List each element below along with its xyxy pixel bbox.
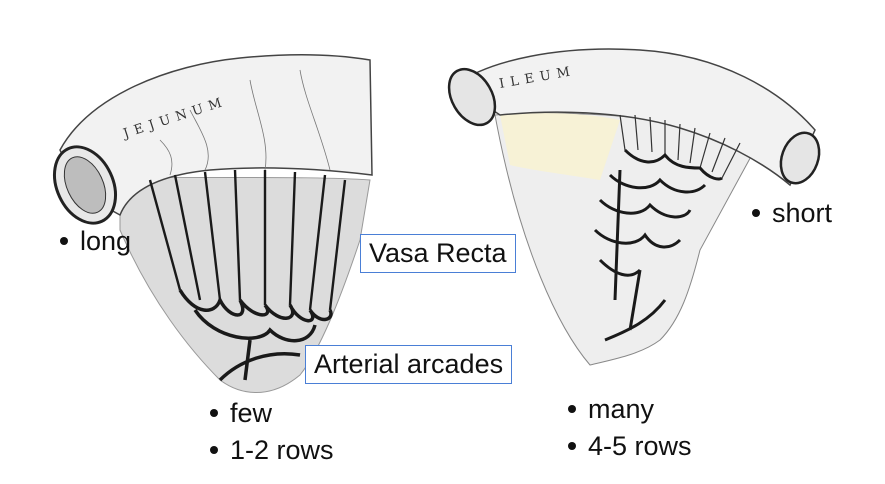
ileum-arcades-count-text: many [588,394,655,424]
ileum-arcades [593,148,724,342]
ileum-length-text: short [772,198,833,228]
ileum-arcades-rows-label: 4-5 rows [568,433,692,460]
ileum-vasa-recta [619,114,741,179]
jejunum-arcades [178,289,333,382]
bullet-icon [568,404,576,413]
jejunum-length-label: long [60,228,131,255]
arterial-arcades-label: Arterial arcades [305,345,513,384]
jejunum-length-text: long [80,226,132,256]
jejunum-tube [59,53,373,217]
jejunum-arcades-count-text: few [230,398,273,428]
ileum-arcades-rows-text: 4-5 rows [588,431,692,461]
vasa-recta-label: Vasa Recta [360,234,516,273]
ileum-lumen-right [779,131,821,185]
bullet-icon [210,408,218,417]
ileum-specimen: ILEUM [447,48,821,366]
ileum-arcades-count-label: many [568,396,654,423]
ileum-lumen-left [447,67,497,127]
bullet-icon [60,236,68,245]
bullet-icon [568,441,576,450]
ileum-length-label: short [752,200,832,227]
jejunum-specimen: JEJUNUM [53,53,373,393]
jejunum-arcades-count-label: few [210,400,272,427]
bullet-icon [752,208,760,217]
bullet-icon [210,445,218,454]
jejunum-arcades-rows-label: 1-2 rows [210,437,334,464]
jejunum-vasa-recta [148,169,347,311]
jejunum-arcades-rows-text: 1-2 rows [230,435,334,465]
